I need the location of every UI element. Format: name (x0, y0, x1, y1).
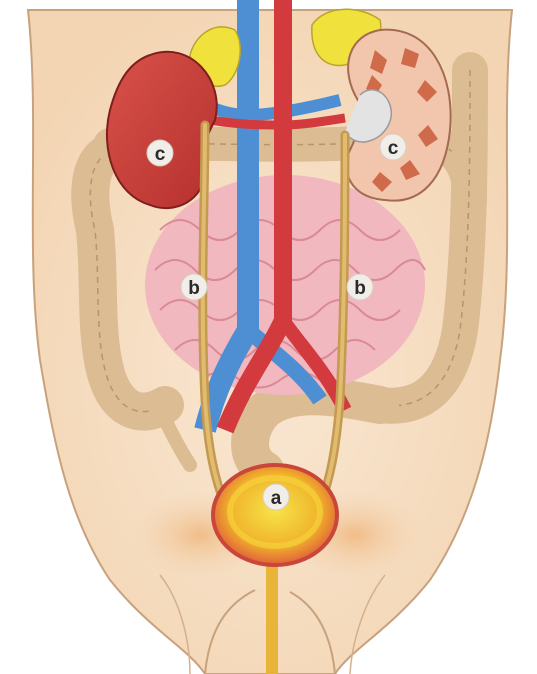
label-ureter-right: b (347, 274, 373, 300)
label-kidney-right: c (380, 134, 406, 160)
label-bladder: a (263, 484, 289, 510)
label-ureter-left: b (181, 274, 207, 300)
kidney-right (345, 30, 451, 201)
label-kidney-right-text: c (388, 138, 399, 159)
label-ureter-right-text: b (354, 278, 366, 299)
label-bladder-text: a (271, 488, 282, 509)
label-ureter-left-text: b (188, 278, 200, 299)
label-kidney-left-text: c (155, 144, 166, 165)
label-kidney-left: c (147, 140, 173, 166)
